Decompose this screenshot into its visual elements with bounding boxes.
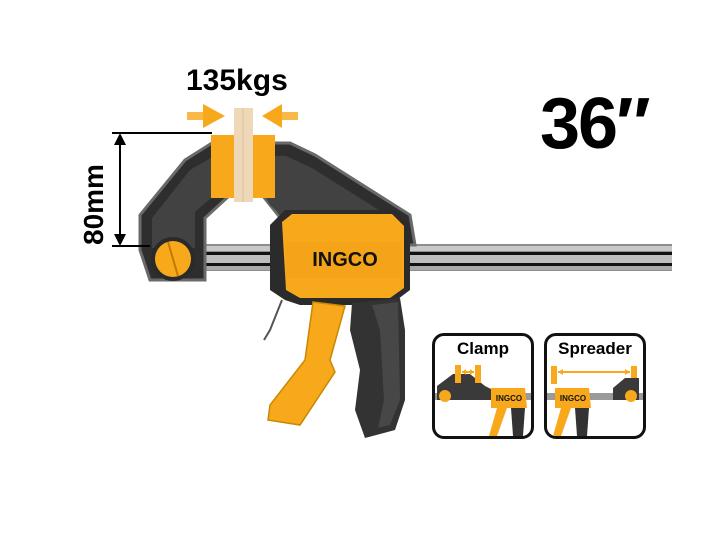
clamp-mode-card: Clamp INGCO: [432, 333, 534, 439]
size-label: 36″: [540, 84, 651, 164]
svg-text:INGCO: INGCO: [560, 394, 586, 403]
depth-dimension: [112, 132, 212, 247]
adjust-knob: [151, 237, 195, 281]
clamp-mode-icon: INGCO: [435, 365, 531, 436]
trigger-lever: [267, 301, 346, 426]
svg-text:INGCO: INGCO: [496, 394, 522, 403]
jaw-depth-label: 80mm: [78, 164, 109, 245]
spreader-mode-card: Spreader INGCO: [544, 333, 646, 439]
force-arrows: [187, 104, 298, 128]
clamping-force-label: 135kgs: [186, 64, 288, 97]
brand-logo: INGCO: [312, 249, 378, 271]
release-cable: [263, 299, 283, 341]
clamp-mode-title: Clamp: [457, 339, 509, 358]
steel-bar: [150, 244, 672, 271]
pistol-grip: [350, 298, 405, 438]
jaw-pads: [211, 108, 275, 202]
handle-housing: INGCO: [270, 210, 410, 305]
spreader-mode-icon: INGCO: [547, 366, 643, 436]
spreader-mode-title: Spreader: [558, 339, 632, 358]
